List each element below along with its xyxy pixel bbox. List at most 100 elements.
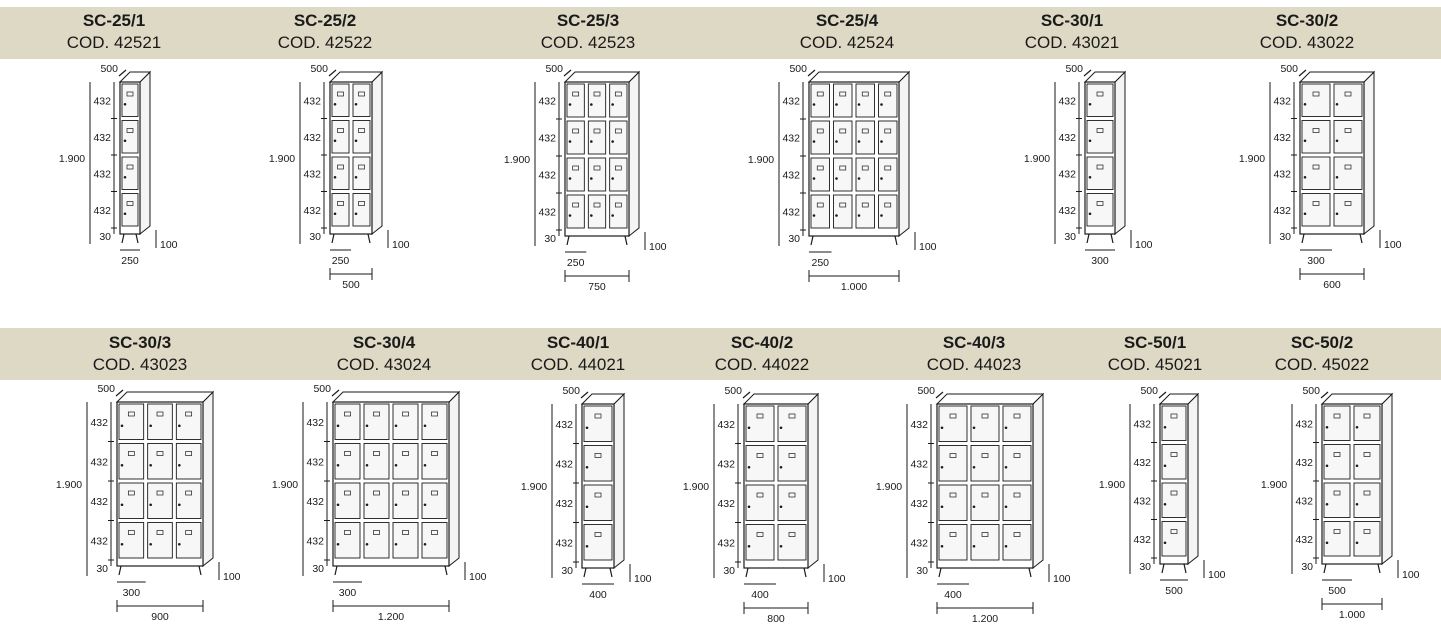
locker-door	[363, 482, 390, 519]
module-height-label: 432	[303, 132, 321, 144]
locker-door	[855, 120, 875, 155]
model-name: SC-50/1	[1123, 333, 1187, 352]
door-lock	[590, 103, 593, 106]
door-nameplate	[1312, 91, 1320, 97]
locker-door	[833, 194, 853, 229]
cabinet-side-panel	[202, 390, 214, 568]
locker-door	[1323, 482, 1351, 518]
door-nameplate	[614, 128, 622, 134]
locker-cabinet	[331, 390, 461, 568]
door-nameplate	[1170, 490, 1178, 496]
module-height-label: 432	[303, 168, 321, 180]
door-lock	[880, 103, 883, 106]
door-lock	[354, 102, 358, 106]
depth-label: 500	[1280, 63, 1298, 75]
product-code: COD. 43023	[92, 355, 188, 374]
door-nameplate	[949, 453, 957, 458]
cabinet-leg	[118, 565, 122, 576]
module-height-label: 432	[1133, 418, 1151, 430]
cabinet-top-panel	[115, 391, 215, 403]
total-height-label: 1.900	[59, 153, 85, 165]
door-lock	[880, 177, 883, 180]
door-lock	[123, 102, 127, 106]
door-lock	[365, 542, 369, 546]
depth-arrow	[118, 69, 127, 77]
door-lock	[149, 463, 152, 467]
depth-label: 500	[545, 63, 563, 75]
locker-door	[587, 194, 607, 229]
door-lock	[1163, 464, 1167, 468]
leg-height-label: 100	[223, 571, 241, 583]
locker-door	[938, 405, 968, 442]
door-nameplate	[1363, 490, 1371, 496]
module-height-label: 432	[303, 95, 321, 107]
module-height-label: 432	[555, 537, 573, 549]
door-nameplate	[373, 490, 380, 496]
door-nameplate	[816, 202, 824, 208]
door-nameplate	[337, 128, 344, 133]
plinth-height-label: 30	[1301, 561, 1313, 573]
module-height-label: 432	[717, 458, 735, 470]
door-lock	[394, 463, 398, 467]
product-code: COD. 42523	[540, 33, 636, 52]
door-lock	[333, 139, 337, 143]
cabinet-top-panel	[328, 71, 384, 83]
door-lock	[590, 214, 593, 217]
module-width-label: 500	[1328, 585, 1346, 597]
module-height-label: 432	[1295, 495, 1313, 507]
plinth-height-label: 30	[723, 565, 735, 577]
product-code: COD. 42522	[277, 33, 373, 52]
locker-door	[855, 194, 875, 229]
door-nameplate	[981, 413, 989, 419]
door-lock	[1355, 425, 1359, 429]
cabinet-leg	[1301, 233, 1305, 244]
module-width-label: 250	[332, 255, 350, 267]
cabinet-leg	[1086, 233, 1090, 244]
cabinet-leg	[1323, 563, 1327, 574]
door-lock	[590, 140, 593, 143]
door-nameplate	[572, 91, 580, 97]
door-lock	[423, 463, 427, 467]
module-height-label: 432	[1295, 418, 1313, 430]
door-lock	[585, 426, 589, 430]
door-lock	[812, 103, 816, 106]
product-code: COD. 43022	[1259, 33, 1355, 52]
door-nameplate	[614, 165, 622, 171]
door-lock	[354, 175, 358, 179]
door-lock	[1004, 505, 1008, 509]
door-nameplate	[572, 202, 580, 208]
door-nameplate	[373, 411, 380, 417]
door-nameplate	[156, 451, 164, 456]
depth-arrow	[742, 391, 751, 399]
plinth-height-label: 30	[544, 233, 556, 245]
module-width-label: 250	[811, 257, 829, 269]
cabinet-side-panel	[1363, 70, 1375, 236]
cabinet-leg	[803, 567, 807, 578]
door-lock	[972, 544, 976, 548]
door-lock	[835, 214, 838, 217]
door-lock	[779, 544, 783, 548]
product-code: COD. 45022	[1274, 355, 1370, 374]
door-nameplate	[1170, 529, 1178, 534]
module-height-label: 432	[1295, 457, 1313, 469]
door-nameplate	[1170, 452, 1178, 457]
door-lock	[747, 505, 751, 509]
locker-door	[583, 484, 613, 521]
door-lock	[747, 465, 751, 469]
locker-door	[334, 522, 361, 559]
door-lock	[1163, 425, 1167, 429]
cabinet-leg	[894, 235, 898, 246]
door-nameplate	[373, 451, 380, 456]
locker-door	[938, 445, 968, 482]
plinth-height-label: 30	[561, 565, 573, 577]
leg-height-label: 100	[828, 573, 846, 585]
total-width-label: 800	[767, 613, 785, 624]
door-lock	[178, 463, 181, 467]
door-lock	[779, 465, 783, 469]
locker-door	[147, 403, 173, 440]
door-nameplate	[839, 91, 847, 97]
door-lock	[336, 503, 340, 507]
